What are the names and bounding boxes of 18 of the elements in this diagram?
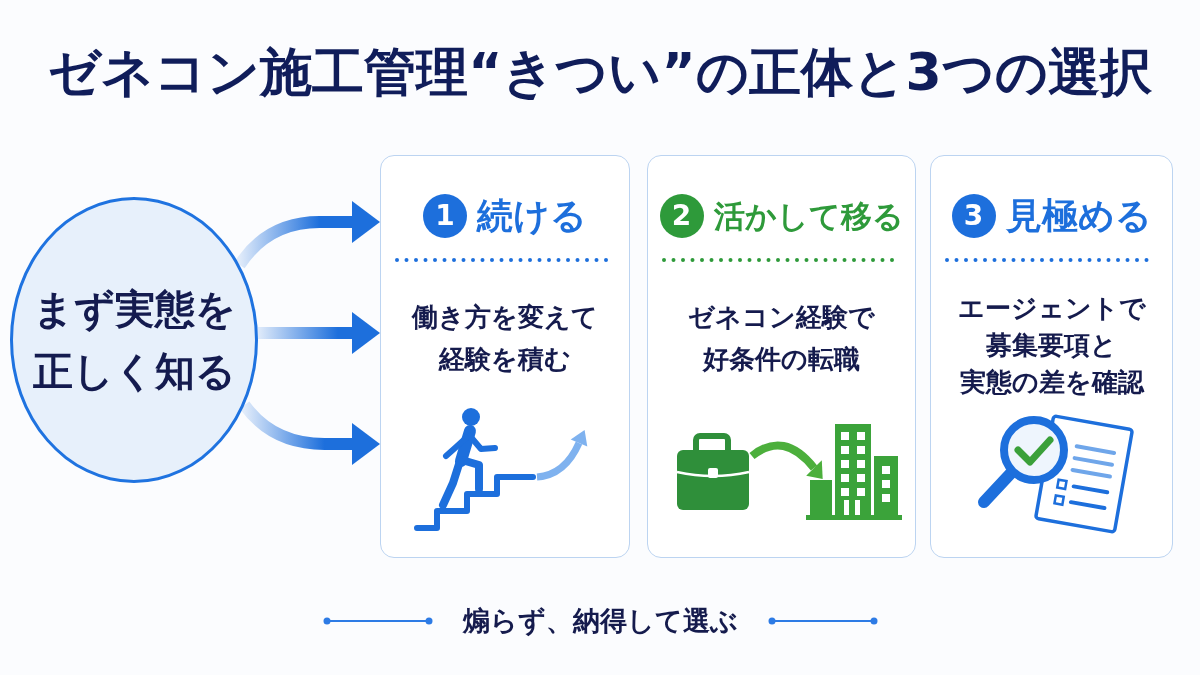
page-title: ゼネコン施工管理“きつい”の正体と3つの選択 xyxy=(48,41,1152,104)
arrow xyxy=(234,201,380,269)
option-description: ゼネコン経験で好条件の転職 xyxy=(688,301,875,376)
key-message: まず実態を正しく知る xyxy=(32,285,236,396)
step-number: 1 xyxy=(423,194,467,238)
option-card xyxy=(647,155,916,558)
option-card xyxy=(380,155,630,558)
option-title: 続ける xyxy=(477,194,587,238)
option-description: エージェントで募集要項と実態の差を確認 xyxy=(957,292,1146,399)
option-card xyxy=(930,155,1173,558)
closing-message: 煽らず、納得して選ぶ xyxy=(462,604,738,638)
option-title: 活かして移る xyxy=(713,197,904,236)
step-number: 3 xyxy=(951,194,996,238)
option-title: 見極める xyxy=(1005,194,1152,238)
arrow xyxy=(239,401,380,465)
step-number: 2 xyxy=(659,194,704,238)
arrow xyxy=(257,312,380,354)
option-description: 働き方を変えて経験を積む xyxy=(412,301,598,376)
